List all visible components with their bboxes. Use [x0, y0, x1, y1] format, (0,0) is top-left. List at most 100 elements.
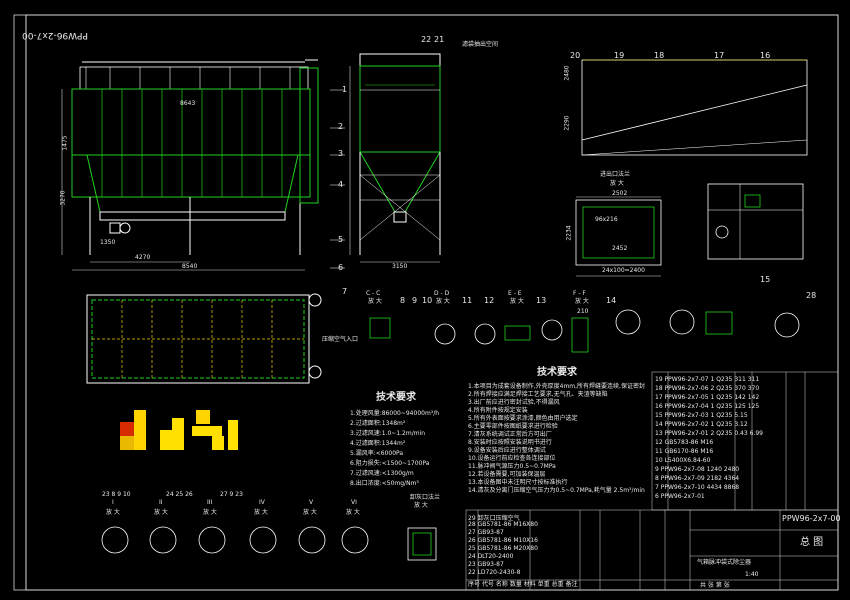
- callout-17: 17: [714, 51, 725, 60]
- callout-8: 8: [400, 296, 406, 305]
- parts-row: 28 GB5781-86 M16X80: [468, 521, 538, 528]
- callout-9: 9: [412, 296, 418, 305]
- parts-row: 18 PPW96-2x7-06 2 Q235 370 370: [655, 385, 760, 392]
- parts-row: 12 GB5783-86 M16: [655, 439, 714, 446]
- compressed-air-inlet-label: 压缩空气入口: [322, 336, 359, 343]
- side-dimension-lines: [349, 66, 440, 263]
- parts-header: 序号 代号 名称 数量 材料 单重 总重 备注: [468, 581, 578, 588]
- callout-20: 20: [570, 51, 581, 60]
- callout-4: 4: [338, 180, 344, 189]
- dim-2290: 2290: [563, 115, 571, 131]
- dim-2234: 2234: [565, 225, 573, 241]
- section-ff-zoom: 放 大: [575, 298, 589, 305]
- title-block-title: 总 图: [800, 537, 824, 548]
- inlet-flange-zoom: 放 大: [610, 180, 624, 187]
- inlet-flange-label: 进出口法兰: [600, 171, 631, 178]
- tech-req-item: 4.过滤面积:1344m²: [350, 440, 406, 447]
- dim-2452: 2452: [612, 245, 628, 252]
- parts-row: 17 PPW96-2x7-05 1 Q235 142 142: [655, 394, 760, 401]
- parts-row: 24 DLT20-2400: [468, 553, 514, 560]
- parts-row: 25 GB5781-86 M20X80: [468, 545, 538, 552]
- tech-req-item: 2.所有焊接应满足焊接工艺要求,无气孔、夹渣等缺陷: [468, 391, 608, 398]
- parts-row: 7 PPW96-2x7-10 4434 8868: [655, 484, 740, 491]
- detail-nums-iii: 27 9 23: [220, 491, 243, 498]
- dim-8540: 8540: [182, 263, 198, 270]
- logo-graphic: [120, 410, 238, 450]
- parts-row: 15 PPW96-2x7-03 1 Q235 5.15: [655, 412, 748, 419]
- parts-row: 8 PPW96-2x7-09 2182 4364: [655, 475, 740, 482]
- tech-req-item: 10.设备运行前应检查各连接部位: [468, 455, 556, 462]
- callout-28: 28: [806, 291, 817, 300]
- dim-96x216: 96x216: [595, 216, 618, 223]
- side-strip: [13, 14, 27, 591]
- side-elevation-view: [359, 53, 441, 255]
- detail-roman-vi: VI: [351, 499, 357, 506]
- detail-zoom-vi: 放 大: [346, 509, 360, 516]
- detail-zoom-iii: 放 大: [203, 509, 217, 516]
- tech-req-title-left: 技术要求: [376, 392, 416, 403]
- dim-1475: 1475: [61, 135, 69, 151]
- detail-roman-iii: III: [207, 499, 213, 506]
- section-cc-zoom: 放 大: [368, 298, 382, 305]
- parts-row: 11 GB6170-86 M16: [655, 448, 714, 455]
- parts-row: 29 卸灰口压缩空气: [468, 515, 520, 522]
- detail-roman-ii: II: [159, 499, 163, 506]
- parts-row: 14 PPW96-2x7-02 1 Q235 3.12: [655, 421, 748, 428]
- dim-3150: 3150: [392, 263, 408, 270]
- callout-2: 2: [338, 122, 344, 131]
- dim-2480: 2480: [563, 65, 571, 81]
- callout-5: 5: [338, 235, 344, 244]
- detail-zoom-i: 放 大: [106, 509, 120, 516]
- callout-6: 6: [338, 263, 344, 272]
- callout-1: 1: [342, 85, 348, 94]
- section-cc: C - C: [366, 290, 381, 297]
- section-ee: E - E: [508, 290, 522, 297]
- drawing-number-rotated: PPW96-2x7-00: [22, 30, 88, 40]
- parts-row: 10 L5400X6.84-60: [655, 457, 711, 464]
- title-block-scale: 1:40: [745, 571, 759, 578]
- tech-req-item: 13.本设备图中未注明尺寸按标准执行: [468, 479, 568, 486]
- detail-zoom-iv: 放 大: [254, 509, 268, 516]
- tech-req-item: 3.过滤风速:1.0~1.2m/min: [350, 430, 426, 437]
- dim-3270: 3270: [59, 190, 67, 206]
- tech-req-title-right: 技术要求: [537, 367, 577, 378]
- callout-14: 14: [606, 296, 617, 305]
- bag-space-note: 滤袋抽出空间: [462, 41, 499, 48]
- parts-row: 26 GB5781-86 M10X16: [468, 537, 538, 544]
- dim-210: 210: [577, 308, 589, 315]
- side-leader-lines: [330, 89, 345, 269]
- parts-row: 22 LD720-2430-8: [468, 569, 521, 576]
- tech-req-item: 6.主要零部件按图纸要求进行检验: [468, 423, 558, 430]
- tech-req-item: 5.漏风率:<6000Pa: [350, 450, 404, 457]
- tech-req-item: 1.本项目为成套设备制作,外壳厚度4mm,所有焊缝要连续,保证密封: [468, 383, 645, 390]
- tech-req-item: 3.出厂前应进行密封试验,不得漏风: [468, 399, 560, 406]
- tech-req-item: 2.过滤面积:1348m²: [350, 420, 406, 427]
- inlet-flange-view: [575, 196, 662, 277]
- callout-3: 3: [338, 149, 344, 158]
- callout-13: 13: [536, 296, 547, 305]
- tech-req-item: 7.过滤风速:<1300g/m: [350, 470, 414, 477]
- plan-view: [86, 293, 322, 384]
- detail-nums-i: 23 8 9 10: [102, 491, 131, 498]
- detail-roman-iv: IV: [259, 499, 265, 506]
- tech-req-item: 4.所有附件按规定安装: [468, 407, 528, 414]
- section-dd: D - D: [434, 290, 450, 297]
- ash-flange-label: 卸灰口法兰: [410, 494, 441, 501]
- section-dd-zoom: 放 大: [436, 298, 450, 305]
- parts-row: 9 PPW96-2x7-08 1240 2480: [655, 466, 740, 473]
- section-ff: F - F: [573, 290, 586, 297]
- title-block-sheet: 共 张 第 张: [700, 582, 730, 589]
- right-side-detail: [707, 183, 804, 260]
- front-elevation-view: [71, 59, 319, 255]
- detail-roman-v: V: [309, 499, 314, 506]
- dim-2502: 2502: [612, 190, 628, 197]
- tech-req-item: 12.若设备需要,可加装保温层: [468, 471, 546, 478]
- callout-10: 10: [422, 296, 433, 305]
- bottom-detail-circles: [101, 526, 369, 554]
- detail-zoom-v: 放 大: [303, 509, 317, 516]
- detail-zoom-ii: 放 大: [154, 509, 168, 516]
- parts-row: 6 PPW96-2x7-01: [655, 493, 705, 500]
- bottom-table-grid: [465, 509, 839, 591]
- detail-roman-i: I: [112, 499, 114, 506]
